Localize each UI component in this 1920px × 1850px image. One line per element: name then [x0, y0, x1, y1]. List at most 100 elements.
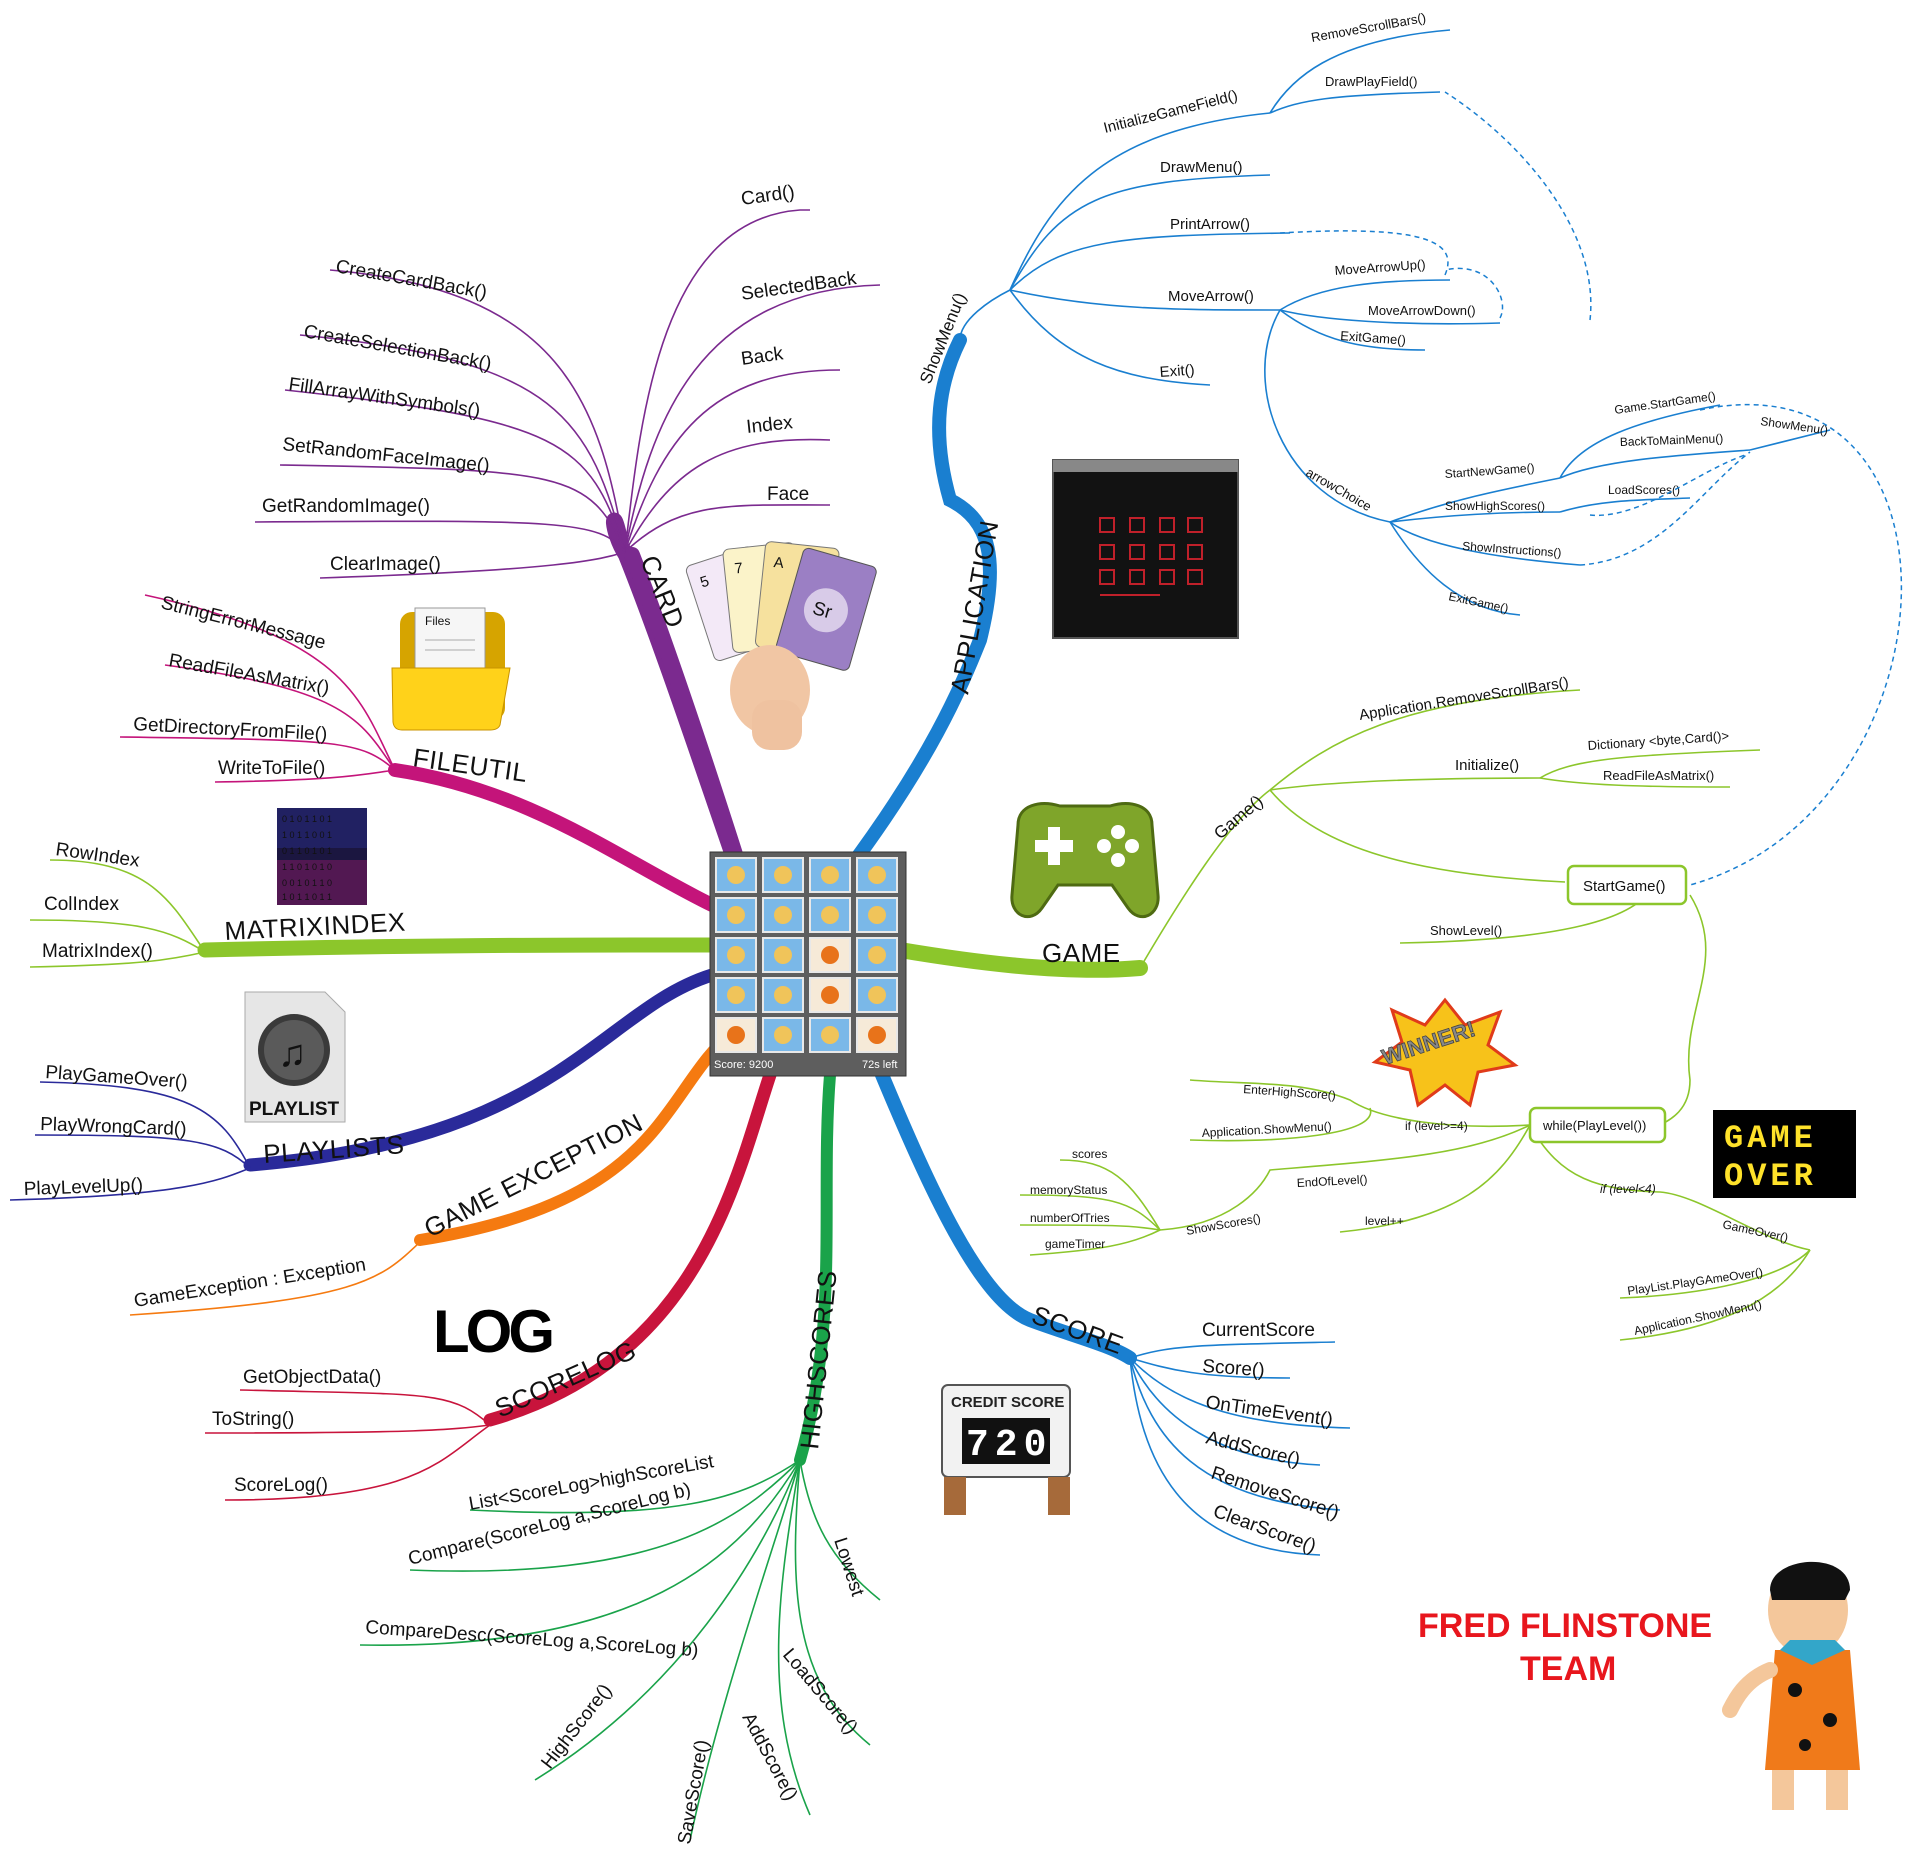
highscores-item-addscore: AddScore() — [738, 1709, 802, 1804]
fileutil-item-readfileasmatrix: ReadFileAsMatrix() — [167, 650, 331, 699]
game-showscores-scores: scores — [1072, 1147, 1107, 1161]
game-dictionary: Dictionary <byte,Card()> — [1587, 728, 1729, 753]
svg-text:720: 720 — [966, 1424, 1052, 1467]
fileutil-sub-branches — [119, 594, 396, 783]
memory-card-symbol — [774, 986, 792, 1004]
game-sub-branches — [1019, 689, 1811, 1341]
scorelog-item-tostring: ToString() — [212, 1409, 294, 1430]
application-exitgame-choice: ExitGame() — [1447, 589, 1509, 615]
application-dashed-links — [1279, 91, 1903, 886]
branch-application — [841, 333, 997, 877]
memory-card-symbol — [868, 866, 886, 884]
svg-text:Score: 9200: Score: 9200 — [714, 1059, 773, 1071]
game-while-box — [1528, 1106, 1667, 1144]
svg-text:Files: Files — [425, 614, 450, 628]
game-app-showmenu: Application.ShowMenu() — [1201, 1119, 1332, 1140]
memory-card-tile — [715, 897, 757, 933]
game-application-showmenu: Application.ShowMenu() — [1633, 1297, 1763, 1338]
memory-card-tile — [809, 857, 851, 893]
game-readfileasmatrix: ReadFileAsMatrix() — [1603, 768, 1714, 783]
application-game-startgame: Game.StartGame() — [1613, 389, 1716, 417]
log-logo: LOG — [433, 1298, 551, 1365]
memory-card-symbol — [868, 1026, 886, 1044]
branch-highscores — [794, 1069, 836, 1466]
card-sub-branches — [254, 209, 881, 579]
fileutil-item-writetofile: WriteToFile() — [218, 758, 325, 779]
highscores-item-highscore: HighScore() — [537, 1680, 616, 1773]
scorelog-sub-branches — [204, 1389, 491, 1501]
branch-game — [892, 942, 1148, 978]
score-item-currentscore: CurrentScore — [1202, 1320, 1315, 1341]
team-line1: FRED FLINSTONE — [1418, 1607, 1712, 1645]
branch-playlists — [243, 968, 719, 1172]
application-showmenu-sub: ShowMenu() — [1760, 414, 1829, 437]
card-item-card: Card() — [740, 182, 796, 210]
game-showscores-numberoftries: numberOfTries — [1030, 1211, 1110, 1225]
card-item-createselectionback: CreateSelectionBack() — [302, 321, 493, 375]
application-printarrow: PrintArrow() — [1170, 216, 1250, 233]
team-line2: TEAM — [1520, 1650, 1616, 1688]
application-backtomainmenu: BackToMainMenu() — [1620, 431, 1724, 449]
memory-card-tile — [762, 897, 804, 933]
memory-card-tile — [762, 1017, 804, 1053]
game-showscores: ShowScores() — [1185, 1211, 1262, 1238]
card-item-back: Back — [740, 343, 785, 370]
svg-text:CREDIT SCORE: CREDIT SCORE — [951, 1394, 1064, 1411]
application-movearrowdown: MoveArrowDown() — [1368, 303, 1476, 318]
application-showhighscores: ShowHighScores() — [1445, 499, 1545, 513]
memory-card-symbol — [774, 906, 792, 924]
game-startgame-box — [1566, 864, 1688, 906]
application-showinstructions: ShowInstructions() — [1462, 539, 1562, 560]
game-while: while(PlayLevel()) — [1542, 1118, 1646, 1133]
svg-text:A: A — [773, 554, 785, 572]
music-note-icon: ♫ PLAYLIST — [244, 991, 346, 1123]
winner-badge: WINNER! — [1371, 997, 1519, 1108]
score-item-ontimeevent: OnTimeEvent() — [1204, 1392, 1334, 1431]
playlists-sub-branches — [9, 1081, 251, 1201]
memory-card-symbol — [727, 946, 745, 964]
application-startnewgame: StartNewGame() — [1444, 461, 1535, 481]
application-init: InitializeGameField() — [1102, 87, 1240, 137]
application-movearrowup: MoveArrowUp() — [1334, 257, 1426, 278]
memory-card-symbol — [727, 906, 745, 924]
matrixindex-item-colindex: ColIndex — [44, 894, 119, 915]
svg-text:1 0 1 1 0 1 1: 1 0 1 1 0 1 1 — [282, 892, 332, 902]
memory-card-symbol — [821, 986, 839, 1004]
svg-text:0 1 1 0 1 0 1: 0 1 1 0 1 0 1 — [282, 846, 332, 856]
branch-score — [873, 1063, 1137, 1365]
card-item-setrandomfaceimage: SetRandomFaceImage() — [281, 434, 490, 477]
branch-scorelog — [483, 1068, 777, 1427]
highscores-sub-branches — [359, 1459, 881, 1841]
game-gameover: GameOver() — [1721, 1217, 1789, 1245]
card-item-fillarraywithsymbols: FillArrayWithSymbols() — [287, 374, 481, 422]
card-item-index: Index — [745, 412, 794, 438]
svg-text:GAME: GAME — [1724, 1120, 1817, 1157]
application-movearrow: MoveArrow() — [1168, 288, 1254, 305]
gamepad-icon — [1010, 802, 1160, 919]
game-endoflevel: EndOfLevel() — [1296, 1172, 1367, 1190]
memory-card-symbol — [868, 986, 886, 1004]
card-item-getrandomimage: GetRandomImage() — [262, 496, 430, 517]
memory-card-symbol — [821, 1026, 839, 1044]
memory-card-symbol — [727, 986, 745, 1004]
svg-text:0 1 0 1 1 0 1: 0 1 0 1 1 0 1 — [282, 814, 332, 824]
playlists-item-playlevelup: PlayLevelUp() — [23, 1175, 143, 1200]
application-exit: Exit() — [1159, 362, 1195, 381]
console-screenshot — [1052, 459, 1239, 639]
matrixindex-item-rowindex: RowIndex — [54, 839, 141, 872]
svg-text:1 0 1 1 0 0 1: 1 0 1 1 0 0 1 — [282, 830, 332, 840]
playlists-item-playwrongcard: PlayWrongCard() — [40, 1114, 187, 1140]
game-removescrollbars: Application.RemoveScrollBars() — [1358, 674, 1570, 724]
game-lose-branch: if (level<4) — [1600, 1182, 1656, 1196]
scorelog-item-scorelog: ScoreLog() — [234, 1475, 328, 1496]
memory-card-symbol — [821, 946, 839, 964]
branch-gameexception — [414, 1024, 741, 1246]
playing-cards-illustration: 5 7 A Sr — [685, 541, 877, 750]
highscores-item-savescore: SaveScore() — [674, 1738, 713, 1846]
game-win-branch: if (level>=4) — [1405, 1119, 1468, 1133]
gameexception-item: GameException : Exception — [132, 1255, 367, 1312]
game-showscores-memorystatus: memoryStatus — [1030, 1183, 1107, 1197]
card-item-face: Face — [767, 484, 809, 505]
svg-text:OVER: OVER — [1724, 1158, 1817, 1195]
game-ctor: Game() — [1210, 791, 1266, 843]
